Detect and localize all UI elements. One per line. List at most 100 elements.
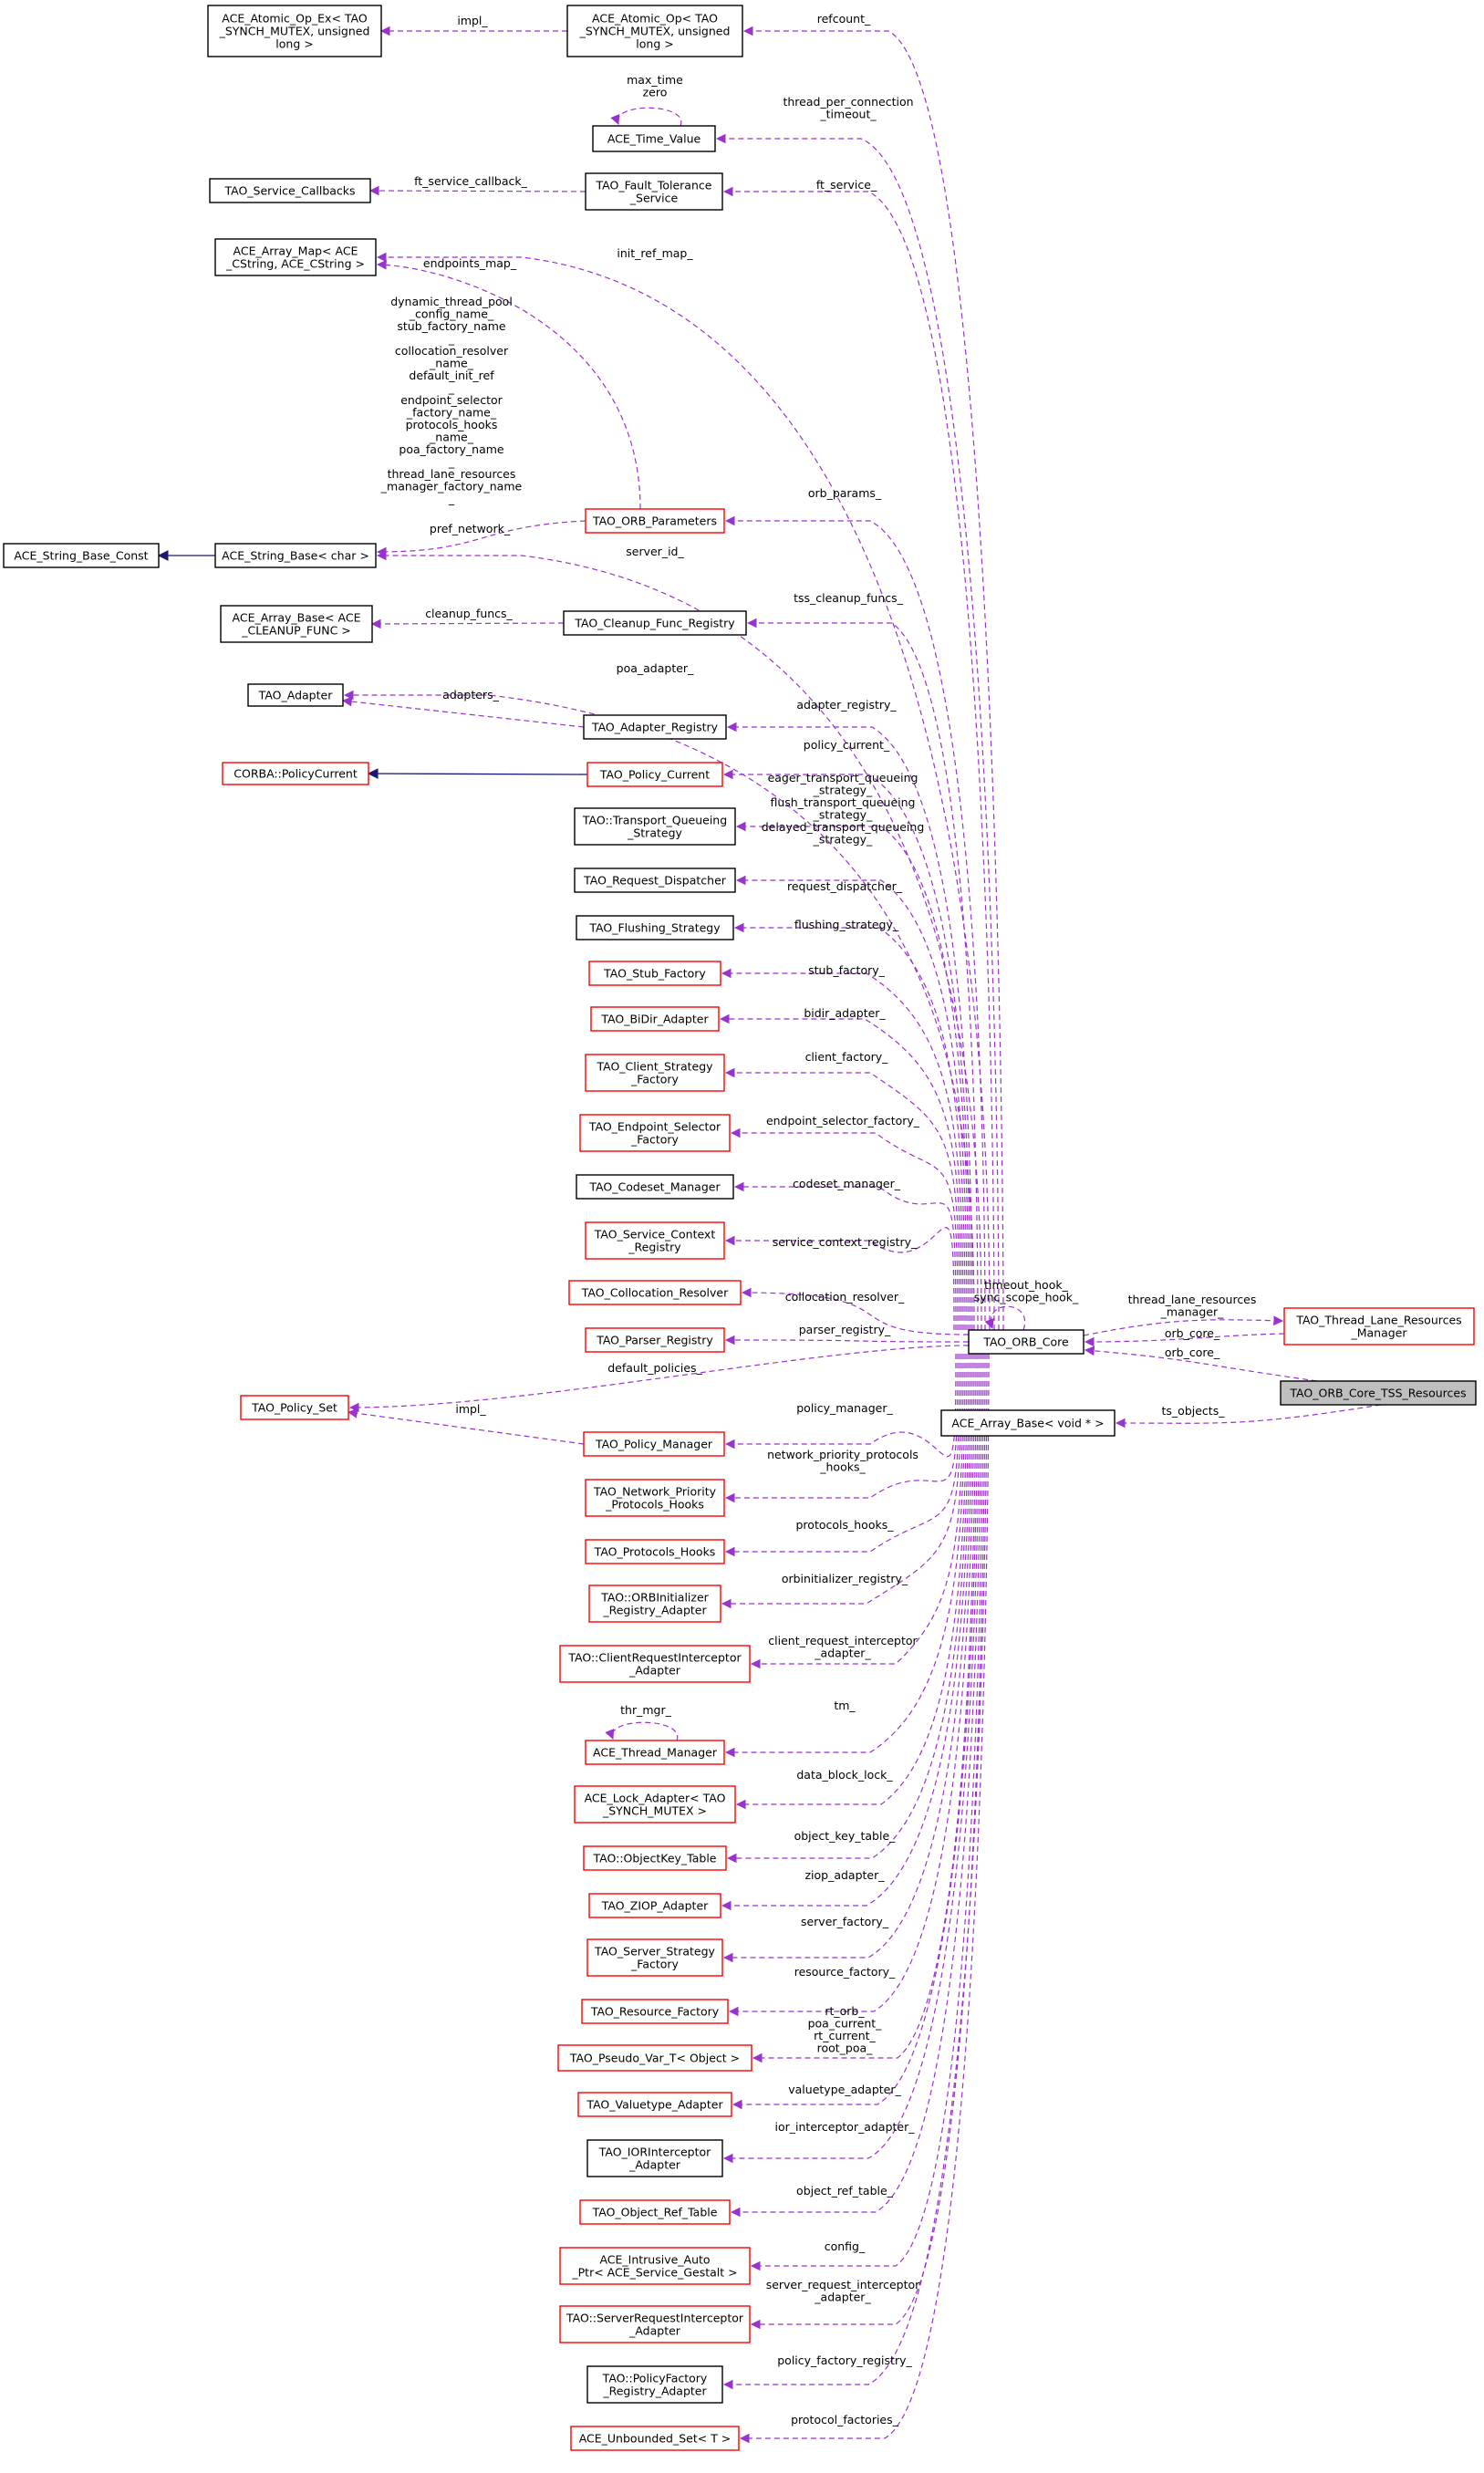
edge-label-collocation-resolver: collocation_resolver_: [785, 1290, 905, 1304]
node-label: TAO_ORB_Core: [982, 1335, 1069, 1349]
node-string-base[interactable]: ACE_String_Base< char >: [214, 543, 377, 568]
edge-label-init-ref-map: init_ref_map_: [617, 246, 693, 260]
node-intrusive-auto-ptr[interactable]: ACE_Intrusive_Auto_Ptr< ACE_Service_Gest…: [559, 2247, 751, 2285]
node-array-map[interactable]: ACE_Array_Map< ACE_CString, ACE_CString …: [214, 238, 377, 276]
node-network-priority-hooks[interactable]: TAO_Network_Priority_Protocols_Hooks: [585, 1479, 725, 1517]
node-client-request-interceptor-adapter[interactable]: TAO::ClientRequestInterceptor_Adapter: [559, 1645, 751, 1683]
node-policy-set[interactable]: TAO_Policy_Set: [240, 1395, 349, 1420]
node-fault-tolerance[interactable]: TAO_Fault_Tolerance_Service: [585, 172, 723, 211]
node-objectkey-table[interactable]: TAO::ObjectKey_Table: [583, 1845, 727, 1871]
node-collocation-resolver[interactable]: TAO_Collocation_Resolver: [568, 1280, 742, 1305]
node-array-base-void[interactable]: ACE_Array_Base< void * >: [940, 1409, 1116, 1437]
node-atomic-op[interactable]: ACE_Atomic_Op< TAO_SYNCH_MUTEX, unsigned…: [566, 5, 743, 57]
edge-collocation-resolver: [741, 1287, 970, 1335]
node-box: [247, 683, 344, 707]
edge-pref-network: [376, 520, 586, 557]
node-lock-adapter[interactable]: ACE_Lock_Adapter< TAO_SYNCH_MUTEX >: [574, 1785, 736, 1824]
node-box: [214, 543, 377, 568]
edge-stub-factory: [721, 968, 964, 1331]
node-box: [570, 2426, 740, 2451]
node-label: _SYNCH_MUTEX, unsigned: [219, 25, 370, 38]
node-label: _Adapter: [628, 2158, 681, 2172]
edge-lock-adapter: [735, 1353, 968, 1810]
edge-label-ior-interceptor-adapter: ior_interceptor_adapter_: [775, 2120, 916, 2134]
node-box: [585, 1327, 725, 1353]
node-atomic-op-ex[interactable]: ACE_Atomic_Op_Ex< TAO_SYNCH_MUTEX, unsig…: [207, 5, 382, 57]
node-box: [559, 2247, 751, 2285]
node-label: _Factory: [630, 1133, 680, 1147]
node-label: TAO_IORInterceptor: [598, 2146, 711, 2159]
node-orb-core[interactable]: TAO_ORB_Core: [968, 1329, 1084, 1355]
node-cleanup-func-registry[interactable]: TAO_Cleanup_Func_Registry: [563, 610, 747, 636]
node-array-base-cleanup[interactable]: ACE_Array_Base< ACE_CLEANUP_FUNC >: [220, 605, 373, 643]
node-box: [586, 762, 723, 787]
node-box: [583, 1431, 725, 1457]
node-valuetype-adapter[interactable]: TAO_Valuetype_Adapter: [577, 2092, 732, 2117]
node-server-strategy-factory[interactable]: TAO_Server_Strategy_Factory: [586, 1938, 723, 1977]
edge-label-protocol-factories: protocol_factories_: [791, 2413, 899, 2426]
node-parser-registry[interactable]: TAO_Parser_Registry: [585, 1327, 725, 1353]
node-box: [585, 508, 725, 534]
node-box: [576, 1174, 734, 1200]
edge-request-dispatcher: [735, 875, 968, 1331]
node-time-value[interactable]: ACE_Time_Value: [592, 125, 716, 152]
node-label: ACE_Atomic_Op_Ex< TAO: [222, 12, 368, 26]
node-box: [579, 2199, 731, 2225]
edge-label-network-priority-hooks: network_priority_protocols_hooks_: [767, 1448, 918, 1474]
node-service-context-registry[interactable]: TAO_Service_Context_Registry: [585, 1221, 725, 1260]
edge-label-flushing-strategy: flushing_strategy_: [794, 918, 899, 931]
node-label: TAO_ORB_Parameters: [592, 514, 717, 528]
node-label: TAO_BiDir_Adapter: [600, 1013, 709, 1026]
node-label: ACE_String_Base< char >: [222, 549, 369, 563]
node-label: _Adapter: [628, 1664, 681, 1678]
node-adapter-registry[interactable]: TAO_Adapter_Registry: [583, 714, 727, 740]
edge-label-orb-core-tss: orb_core_: [1165, 1346, 1220, 1359]
node-adapter[interactable]: TAO_Adapter: [247, 683, 344, 707]
node-thread-lane-resources-manager[interactable]: TAO_Thread_Lane_Resources_Manager: [1283, 1307, 1475, 1346]
node-box: [3, 543, 160, 568]
node-pseudo-var[interactable]: TAO_Pseudo_Var_T< Object >: [557, 2044, 752, 2072]
node-policy-manager[interactable]: TAO_Policy_Manager: [583, 1431, 725, 1457]
node-unbounded-set[interactable]: ACE_Unbounded_Set< T >: [570, 2426, 740, 2451]
node-policyfactory-registry-adapter[interactable]: TAO::PolicyFactory_Registry_Adapter: [586, 2365, 723, 2404]
edge-thread-manager: [724, 1353, 966, 1758]
node-protocols-hooks[interactable]: TAO_Protocols_Hooks: [585, 1539, 725, 1564]
node-resource-factory[interactable]: TAO_Resource_Factory: [581, 1999, 729, 2024]
node-corba-policy-current[interactable]: CORBA::PolicyCurrent: [222, 762, 369, 785]
node-bidir-adapter[interactable]: TAO_BiDir_Adapter: [590, 1006, 720, 1032]
node-label: _Ptr< ACE_Service_Gestalt >: [571, 2266, 737, 2280]
edge-label-orb-core-back: orb_core_: [1165, 1326, 1220, 1340]
node-label: TAO::Transport_Queueing: [582, 814, 727, 827]
node-stub-factory[interactable]: TAO_Stub_Factory: [588, 961, 721, 986]
node-iorinterceptor-adapter[interactable]: TAO_IORInterceptor_Adapter: [586, 2139, 723, 2177]
node-thread-manager[interactable]: ACE_Thread_Manager: [585, 1740, 725, 1765]
node-box: [566, 5, 743, 57]
node-tss-resources[interactable]: TAO_ORB_Core_TSS_Resources: [1280, 1380, 1477, 1406]
edge-object-ref-table: [730, 1353, 982, 2218]
node-endpoint-selector-factory[interactable]: TAO_Endpoint_Selector_Factory: [579, 1114, 731, 1152]
node-orb-parameters[interactable]: TAO_ORB_Parameters: [585, 508, 725, 534]
node-string-base-const[interactable]: ACE_String_Base_Const: [3, 543, 160, 568]
node-ziop-adapter[interactable]: TAO_ZIOP_Adapter: [588, 1893, 721, 1918]
node-object-ref-table[interactable]: TAO_Object_Ref_Table: [579, 2199, 731, 2225]
node-box: [585, 172, 723, 211]
node-request-dispatcher[interactable]: TAO_Request_Dispatcher: [574, 868, 736, 893]
node-codeset-manager[interactable]: TAO_Codeset_Manager: [576, 1174, 734, 1200]
edge-label-config: config_: [825, 2239, 866, 2253]
node-flushing-strategy[interactable]: TAO_Flushing_Strategy: [576, 915, 734, 940]
edge-label-endpoint-selector-factory: endpoint_selector_factory_: [766, 1114, 920, 1127]
node-label: ACE_String_Base_Const: [14, 549, 148, 563]
node-policy-current[interactable]: TAO_Policy_Current: [586, 762, 723, 787]
edge-ft-service-callback: [368, 185, 586, 196]
node-orbinitializer-registry-adapter[interactable]: TAO::ORBInitializer_Registry_Adapter: [588, 1585, 721, 1623]
node-service-callbacks[interactable]: TAO_Service_Callbacks: [209, 178, 371, 203]
node-server-request-interceptor-adapter[interactable]: TAO::ServerRequestInterceptor_Adapter: [559, 2305, 751, 2343]
edge-label-thr-mgr: thr_mgr_: [620, 1703, 671, 1717]
node-client-strategy-factory[interactable]: TAO_Client_Strategy_Factory: [585, 1054, 725, 1092]
node-transport-queueing[interactable]: TAO::Transport_Queueing_Strategy: [574, 807, 736, 846]
node-box: [590, 1006, 720, 1032]
node-label: TAO_Protocols_Hooks: [594, 1545, 716, 1559]
node-label: TAO_Client_Strategy: [596, 1060, 713, 1074]
edge-label-pref-network: pref_network_: [430, 522, 511, 535]
